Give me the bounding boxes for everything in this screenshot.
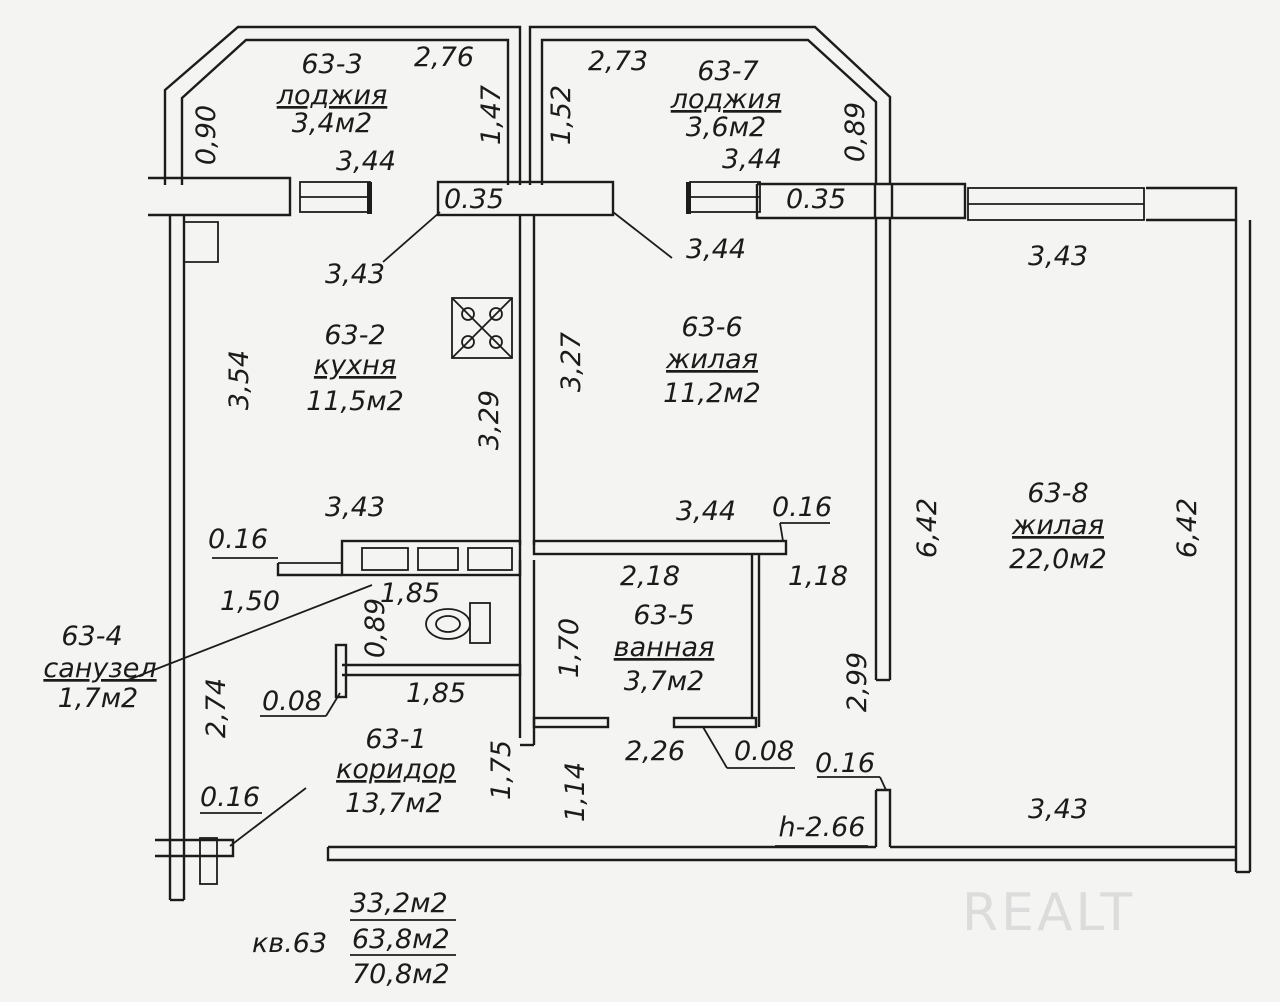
svg-text:1,85: 1,85 <box>406 678 466 709</box>
room-label-63-2: 63-2 кухня 11,5м2 <box>306 320 404 417</box>
svg-text:63-6: 63-6 <box>681 312 742 343</box>
svg-text:жилая: жилая <box>665 344 758 375</box>
svg-text:0.16: 0.16 <box>208 524 268 555</box>
svg-text:0.08: 0.08 <box>734 736 794 767</box>
svg-text:0,89: 0,89 <box>840 102 871 162</box>
svg-text:2,73: 2,73 <box>588 46 648 77</box>
svg-text:1,7м2: 1,7м2 <box>58 683 139 714</box>
svg-text:3,44: 3,44 <box>722 144 782 175</box>
watermark-logo: REALT <box>962 883 1135 943</box>
room-label-63-1: 63-1 коридор 13,7м2 <box>336 724 456 819</box>
svg-text:63-7: 63-7 <box>697 56 758 87</box>
svg-text:2,99: 2,99 <box>842 652 873 712</box>
room-label-63-6: 63-6 жилая 11,2м2 <box>663 312 761 409</box>
right-wall <box>1234 220 1252 874</box>
loggia-walls <box>163 25 892 185</box>
svg-text:1,18: 1,18 <box>788 561 848 592</box>
svg-text:1,70: 1,70 <box>554 618 585 678</box>
svg-text:1,47: 1,47 <box>476 85 507 145</box>
toilet-icon <box>425 602 491 644</box>
svg-text:коридор: коридор <box>336 754 456 785</box>
svg-text:3,27: 3,27 <box>556 332 587 392</box>
svg-text:63-2: 63-2 <box>324 320 385 351</box>
svg-text:1,75: 1,75 <box>486 740 517 800</box>
svg-text:0.16: 0.16 <box>772 492 832 523</box>
exterior-wall <box>148 176 1238 222</box>
svg-text:63-8: 63-8 <box>1027 478 1088 509</box>
svg-text:1,14: 1,14 <box>560 762 591 822</box>
svg-text:санузел: санузел <box>43 653 156 684</box>
bottom-wall <box>326 845 1236 862</box>
apartment-summary: кв.63 33,2м2 63,8м2 70,8м2 <box>252 888 456 990</box>
dimension-labels: 2,76 2,73 3,44 3,44 0.35 0.35 3,43 3,44 … <box>200 42 1088 843</box>
svg-text:63-5: 63-5 <box>633 600 694 631</box>
svg-text:0.35: 0.35 <box>786 184 846 215</box>
room-label-63-4: 63-4 санузел 1,7м2 <box>43 621 156 714</box>
svg-text:3,43: 3,43 <box>1028 241 1088 272</box>
svg-text:70,8м2: 70,8м2 <box>352 959 450 990</box>
svg-text:2,74: 2,74 <box>201 678 232 738</box>
svg-text:2,76: 2,76 <box>414 42 474 73</box>
svg-text:11,2м2: 11,2м2 <box>663 378 761 409</box>
svg-text:1,50: 1,50 <box>220 586 280 617</box>
svg-text:2,18: 2,18 <box>620 561 680 592</box>
svg-text:h-2.66: h-2.66 <box>779 812 866 843</box>
svg-text:63-1: 63-1 <box>365 724 426 755</box>
room-label-63-7: 63-7 лоджия 3,6м2 <box>670 56 782 143</box>
svg-text:0.16: 0.16 <box>200 782 260 813</box>
svg-text:1,52: 1,52 <box>546 85 577 145</box>
leader-lines <box>127 211 887 847</box>
bath-partitions <box>276 539 788 729</box>
svg-text:6,42: 6,42 <box>1172 498 1203 558</box>
svg-text:3,4м2: 3,4м2 <box>292 108 373 139</box>
svg-text:0.35: 0.35 <box>444 184 504 215</box>
svg-text:лоджия: лоджия <box>276 80 388 111</box>
svg-text:63-3: 63-3 <box>301 49 362 80</box>
svg-text:0.16: 0.16 <box>815 748 875 779</box>
room-label-63-8: 63-8 жилая 22,0м2 <box>1009 478 1107 575</box>
dimension-labels-vertical: 0,90 1,47 1,52 0,89 3,54 3,29 3,27 6,42 … <box>191 85 1203 822</box>
svg-text:3,7м2: 3,7м2 <box>624 666 705 697</box>
svg-text:жилая: жилая <box>1011 510 1104 541</box>
room-label-63-3: 63-3 лоджия 3,4м2 <box>276 49 388 139</box>
svg-text:33,2м2: 33,2м2 <box>350 888 448 919</box>
svg-text:0,89: 0,89 <box>360 598 391 658</box>
svg-text:3,54: 3,54 <box>224 350 255 410</box>
svg-text:63,8м2: 63,8м2 <box>352 924 450 955</box>
svg-text:ванная: ванная <box>614 632 715 663</box>
svg-text:11,5м2: 11,5м2 <box>306 386 404 417</box>
svg-text:22,0м2: 22,0м2 <box>1009 544 1107 575</box>
svg-text:1,85: 1,85 <box>380 578 440 609</box>
svg-text:кв.63: кв.63 <box>252 928 327 959</box>
svg-text:лоджия: лоджия <box>670 84 782 115</box>
svg-text:3,43: 3,43 <box>325 492 385 523</box>
stove-icon <box>451 297 513 359</box>
svg-text:0.08: 0.08 <box>262 686 322 717</box>
svg-text:3,6м2: 3,6м2 <box>686 112 767 143</box>
svg-text:3,44: 3,44 <box>686 234 746 265</box>
svg-text:3,43: 3,43 <box>325 259 385 290</box>
svg-text:63-4: 63-4 <box>61 621 122 652</box>
central-partition <box>518 215 536 747</box>
svg-text:3,43: 3,43 <box>1028 794 1088 825</box>
svg-text:2,26: 2,26 <box>625 736 685 767</box>
room8-partition <box>874 218 892 847</box>
svg-text:3,29: 3,29 <box>474 390 505 450</box>
svg-text:3,44: 3,44 <box>676 496 736 527</box>
svg-text:3,44: 3,44 <box>336 146 396 177</box>
svg-text:0,90: 0,90 <box>191 105 222 165</box>
room-label-63-5: 63-5 ванная 3,7м2 <box>614 600 715 697</box>
svg-text:кухня: кухня <box>314 350 396 381</box>
svg-text:6,42: 6,42 <box>912 498 943 558</box>
svg-text:13,7м2: 13,7м2 <box>345 788 443 819</box>
left-wall <box>155 215 235 902</box>
